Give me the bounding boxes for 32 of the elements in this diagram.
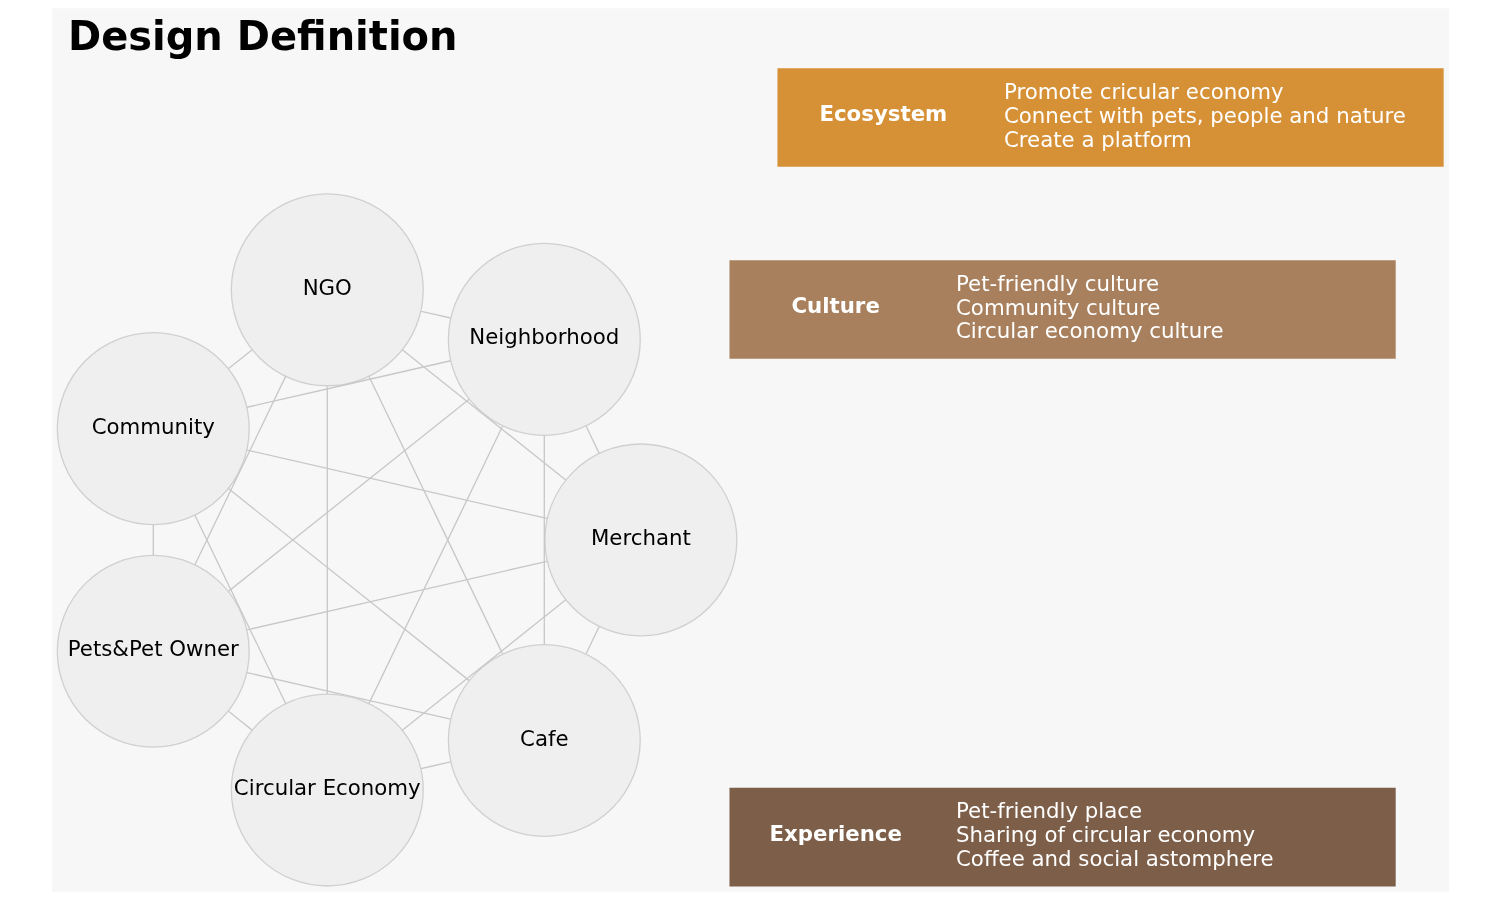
node-circle: Merchant <box>544 443 738 637</box>
connector <box>246 560 548 631</box>
connector <box>152 524 154 556</box>
connector <box>194 375 287 566</box>
connector <box>227 710 253 731</box>
node-box: Experience Pet-friendly place Sharing of circular economy Coffee and social astomphere <box>729 787 1396 887</box>
node-box: Culture Pet-friendly culture Community culture Circular economy culture <box>729 260 1396 359</box>
connector <box>246 671 452 720</box>
node-circle: Cafe <box>447 643 641 838</box>
connector <box>227 349 253 370</box>
diagram-title: Design Definition <box>67 12 458 59</box>
connector <box>227 487 470 682</box>
connector <box>585 626 600 655</box>
connector <box>246 449 548 520</box>
connector <box>401 349 567 481</box>
node-box: Ecosystem Promote cricular economy Connect with pets, people and nature Create a platform <box>777 68 1444 167</box>
node-circle: Circular Economy <box>230 693 424 887</box>
connector <box>246 360 452 408</box>
connector <box>326 385 328 695</box>
connector <box>585 425 600 454</box>
connector <box>420 310 452 319</box>
connector <box>368 425 504 705</box>
node-circle: Pets&Pet Owner <box>56 554 250 748</box>
connector <box>194 514 287 705</box>
node-circle: NGO <box>230 193 424 387</box>
connector <box>401 599 567 731</box>
connector <box>420 761 452 770</box>
node-circle: Neighborhood <box>447 242 641 436</box>
connector <box>368 375 504 655</box>
connector <box>543 434 545 646</box>
node-circle: Community <box>56 332 250 526</box>
connector <box>228 398 470 592</box>
